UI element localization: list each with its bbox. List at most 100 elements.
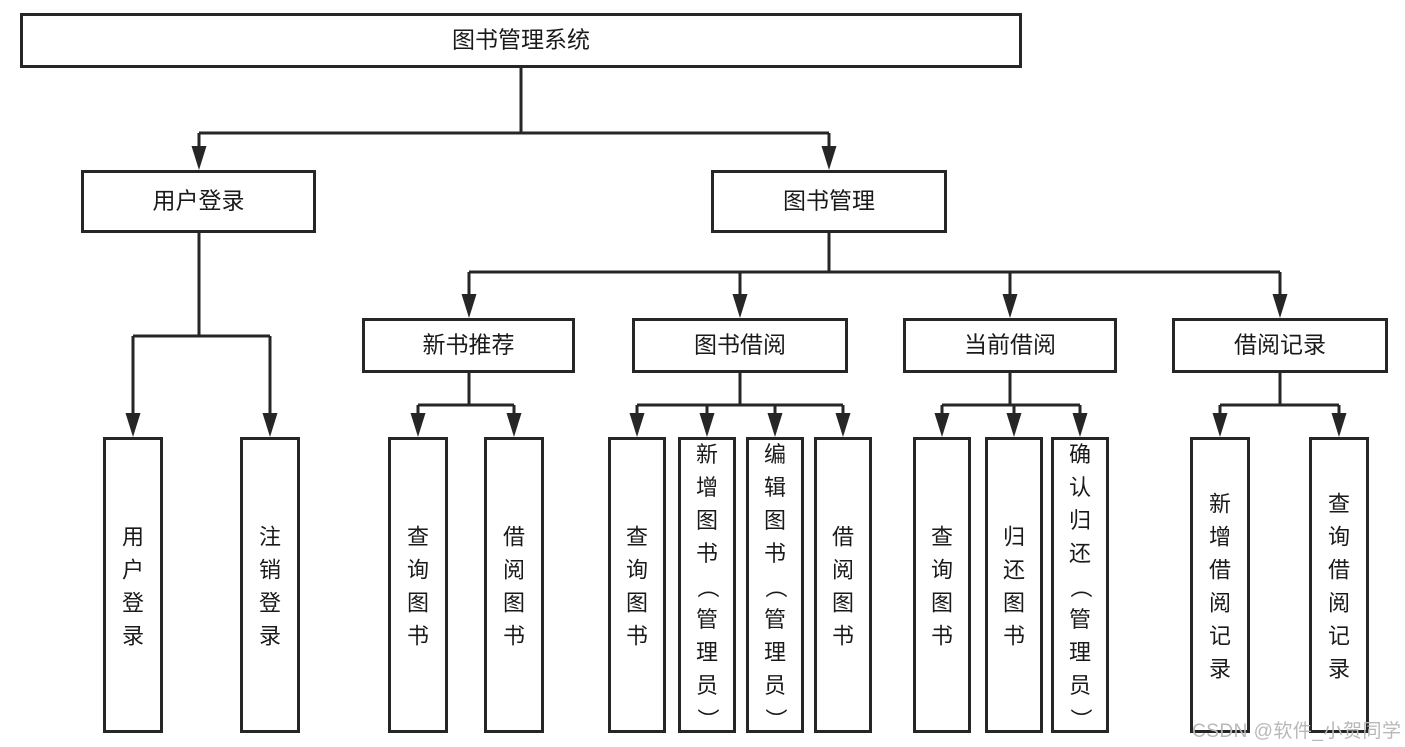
arrow-head xyxy=(934,413,950,437)
node-label-char: （ xyxy=(695,576,720,598)
arrow-head xyxy=(1002,294,1018,318)
node-label-char: （ xyxy=(1068,576,1093,598)
node-label-char: 书 xyxy=(407,624,429,649)
node-label-char: 员 xyxy=(764,673,786,698)
nodes-layer: 图书管理系统用户登录图书管理新书推荐图书借阅当前借阅借阅记录用户登录注销登录查询… xyxy=(20,13,1388,733)
arrow-head xyxy=(732,294,748,318)
node-label-char: 书 xyxy=(1003,624,1025,649)
node-label-char: 阅 xyxy=(832,558,854,583)
node-book-borrow[interactable]: 图书借阅 xyxy=(632,318,848,373)
node-leaf-user-login[interactable]: 用户登录 xyxy=(103,437,163,733)
node-box xyxy=(678,437,736,733)
arrow-head xyxy=(767,413,783,437)
node-label-char: 书 xyxy=(764,541,786,566)
node-box xyxy=(913,437,971,733)
node-box xyxy=(746,437,804,733)
node-new-book-rec[interactable]: 新书推荐 xyxy=(362,318,575,373)
node-label-char: 查 xyxy=(626,525,648,550)
node-label-char: 注 xyxy=(259,525,281,550)
csdn-watermark: CSDN @软件_小贺同学 xyxy=(1192,721,1402,742)
node-label-char: 管 xyxy=(696,607,718,632)
node-label-char: 登 xyxy=(122,591,144,616)
node-box xyxy=(1309,437,1369,733)
arrow-head xyxy=(410,413,426,437)
node-label-char: 录 xyxy=(1209,657,1231,682)
node-label: 新书推荐 xyxy=(423,332,515,358)
node-box xyxy=(1172,318,1388,373)
node-box xyxy=(362,318,575,373)
node-label-char: 查 xyxy=(1328,492,1350,517)
node-label-char: 管 xyxy=(1069,607,1091,632)
node-label-char: 记 xyxy=(1328,624,1350,649)
node-box xyxy=(20,13,1022,68)
arrow-head xyxy=(699,413,715,437)
node-label-char: 员 xyxy=(696,673,718,698)
node-label-char: 管 xyxy=(764,607,786,632)
node-label-char: 图 xyxy=(696,508,718,533)
arrow-head xyxy=(506,413,522,437)
node-label-char: 查 xyxy=(407,525,429,550)
node-label-char: 询 xyxy=(931,558,953,583)
node-label-char: 辑 xyxy=(764,475,786,500)
node-label-char: 还 xyxy=(1069,541,1091,566)
node-label-char: 图 xyxy=(931,591,953,616)
node-label-char: 户 xyxy=(122,558,144,583)
node-label-char: 用 xyxy=(122,525,144,550)
node-label-char: 理 xyxy=(696,640,718,665)
node-borrow-record[interactable]: 借阅记录 xyxy=(1172,318,1388,373)
node-label-char: 图 xyxy=(1003,591,1025,616)
node-label-char: 新 xyxy=(696,442,718,467)
arrow-head xyxy=(461,294,477,318)
node-book-manage[interactable]: 图书管理 xyxy=(711,170,947,233)
arrow-head xyxy=(821,146,837,170)
node-label-char: 借 xyxy=(1209,558,1231,583)
node-label-char: 理 xyxy=(1069,640,1091,665)
arrow-head xyxy=(629,413,645,437)
node-box xyxy=(103,437,163,733)
arrow-head xyxy=(191,146,207,170)
node-label-char: 录 xyxy=(122,624,144,649)
node-user-login[interactable]: 用户登录 xyxy=(81,170,316,233)
node-box xyxy=(985,437,1043,733)
node-label-char: 图 xyxy=(832,591,854,616)
node-label-char: 书 xyxy=(696,541,718,566)
node-label-char: 图 xyxy=(764,508,786,533)
connectors-layer xyxy=(125,68,1347,437)
node-label-char: 借 xyxy=(1328,558,1350,583)
node-label-char: 增 xyxy=(1209,525,1231,550)
node-root[interactable]: 图书管理系统 xyxy=(20,13,1022,68)
arrow-head xyxy=(262,413,278,437)
node-label-char: 书 xyxy=(503,624,525,649)
node-box xyxy=(608,437,666,733)
node-label-char: 销 xyxy=(259,558,281,583)
node-label: 用户登录 xyxy=(153,188,245,214)
node-label-char: 借 xyxy=(503,525,525,550)
node-label-char: 归 xyxy=(1003,525,1025,550)
node-box xyxy=(632,318,848,373)
node-label: 借阅记录 xyxy=(1234,332,1326,358)
node-label-char: ） xyxy=(1068,708,1093,730)
arrow-head xyxy=(1331,413,1347,437)
node-label-char: 查 xyxy=(931,525,953,550)
node-label-char: 录 xyxy=(259,624,281,649)
node-label-char: 认 xyxy=(1069,475,1091,500)
node-box xyxy=(711,170,947,233)
node-label: 当前借阅 xyxy=(964,332,1056,358)
node-label-char: 还 xyxy=(1003,558,1025,583)
node-label: 图书管理 xyxy=(783,188,875,214)
node-box xyxy=(388,437,448,733)
arrow-head xyxy=(1212,413,1228,437)
node-current-borrow[interactable]: 当前借阅 xyxy=(903,318,1117,373)
